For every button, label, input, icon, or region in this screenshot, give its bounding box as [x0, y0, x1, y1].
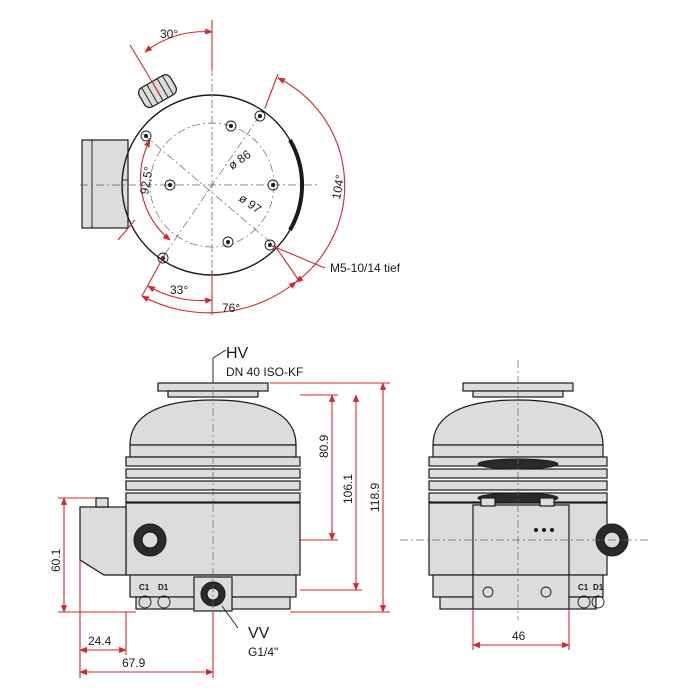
- side-controller: [472, 504, 570, 576]
- controller-box: [81, 139, 129, 229]
- dim-118-9-label: 118.9: [368, 483, 382, 512]
- angle-30-label: 30°: [160, 27, 178, 41]
- side-view: C1 D1 46: [400, 360, 650, 650]
- dim-46-label: 46: [512, 629, 526, 643]
- mounting-holes: [140, 110, 279, 264]
- dia-97-label: ø 97: [236, 191, 264, 216]
- vv-thread-label: G1/4": [248, 645, 278, 659]
- dim-24-4-label: 24.4: [88, 634, 112, 648]
- front-view: C1 D1 HV DN 40 ISO-KF 80.9 106.1 118.9 6…: [49, 345, 390, 678]
- hv-flange-label: DN 40 ISO-KF: [226, 365, 303, 379]
- hv-label: HV: [226, 345, 249, 362]
- angle-76-label: 76°: [222, 301, 240, 315]
- side-c1-label: C1: [578, 583, 589, 592]
- angle-104-label: 104°: [329, 173, 347, 200]
- thread-note-label: M5-10/14 tief: [330, 261, 401, 275]
- side-d1-label: D1: [593, 583, 604, 592]
- angle-33-label: 33°: [170, 283, 188, 297]
- front-d1-label: D1: [158, 583, 169, 592]
- top-view: 30° 92,5° ø 86 ø 97 104° 33° 76° M5-10/1…: [80, 20, 401, 315]
- dim-106-1-label: 106.1: [341, 474, 355, 504]
- dim-67-9-label: 67.9: [122, 656, 146, 670]
- dia-86-label: ø 86: [226, 147, 254, 172]
- angle-92-5-label: 92,5°: [137, 165, 156, 195]
- front-c1-label: C1: [139, 583, 150, 592]
- front-controller-box: [79, 506, 127, 576]
- vv-label: VV: [248, 625, 270, 642]
- dim-80-9-label: 80.9: [317, 434, 331, 458]
- dim-60-1-label: 60.1: [49, 548, 63, 572]
- pump-dome: [129, 399, 297, 446]
